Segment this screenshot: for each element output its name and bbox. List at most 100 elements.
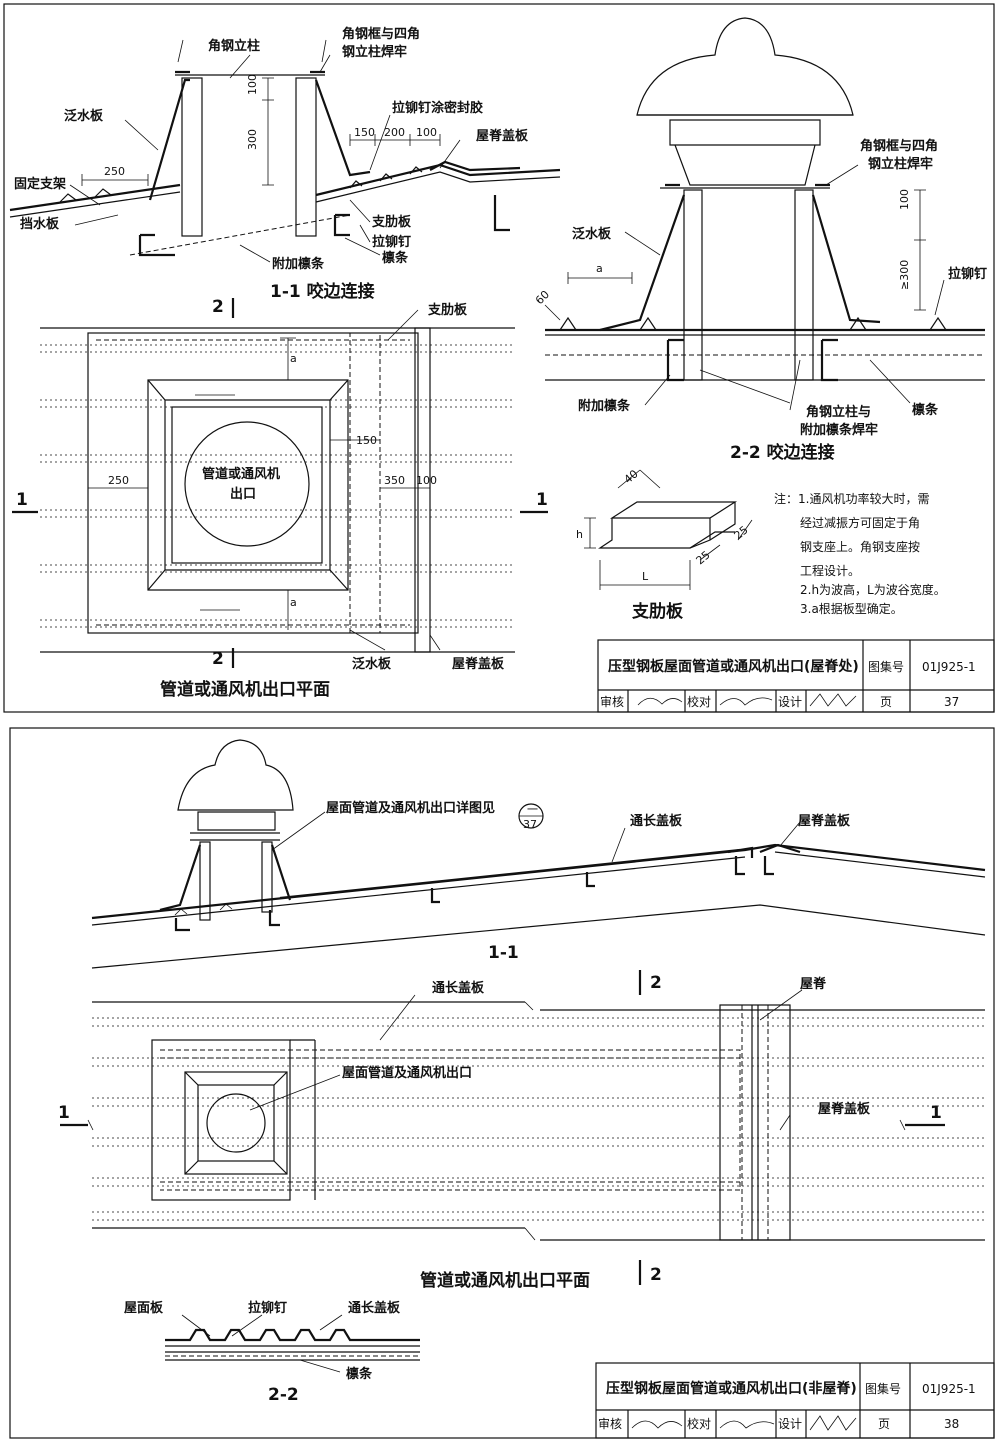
dim-100-a: 100 [246,74,259,95]
sheet1-design-label: 设计 [778,695,802,709]
sheet2-title: 压型钢板屋面管道或通风机出口(非屋脊) [606,1380,857,1397]
cut1-right-s2: 1 [930,1103,942,1123]
label-long-cover-plan: 通长盖板 [432,980,485,996]
sheet2-page-label: 页 [878,1417,890,1431]
dim-100-c: 100 [898,189,911,210]
sheet1-atlas-no: 01J925-1 [922,660,976,674]
detail-ref-bottom: 37 [523,818,537,831]
label-detail-ref: 屋面管道及通风机出口详图见 [326,800,495,816]
dim-a-plan-top: a [290,352,297,365]
label-roof-plate: 屋面板 [124,1300,164,1316]
dim-200-a: 200 [384,126,405,139]
dim-300-c: ≥300 [898,260,911,290]
sheet1-page-no: 37 [944,695,959,709]
label-rivet-seal: 拉铆钉涂密封胶 [392,100,483,116]
caption-sheet2-2-2: 2-2 [268,1385,299,1405]
label-flashing-plan: 泛水板 [352,656,392,672]
sheet1-review-label: 审核 [600,694,624,709]
label-flashing-2: 泛水板 [572,226,612,242]
label-frame-weld-1: 角钢框与四角 [342,26,420,42]
cut-1-left: 1 [16,490,28,510]
note-line-2: 钢支座上。角钢支座按 [800,539,920,554]
label-frame-weld-1-b: 角钢框与四角 [860,138,938,154]
dim-a-plan-bottom: a [290,596,297,609]
label-extra-purlin-2: 附加檩条 [578,398,631,414]
sheet2-design-label: 设计 [778,1417,802,1431]
sheet1-atlas-label: 图集号 [868,659,904,674]
label-long-cover-s2-22: 通长盖板 [348,1300,401,1316]
label-long-cover-1: 通长盖板 [630,813,683,829]
cut2-bottom-s2: 2 [650,1265,662,1285]
label-outlet-1: 管道或通风机 [202,466,280,482]
caption-sheet2-1-1: 1-1 [488,943,519,963]
caption-rib-plate: 支肋板 [632,601,684,622]
label-rivet-1: 拉铆钉 [372,234,411,250]
dim-a-2: a [596,262,603,275]
sheet1-title-block [597,639,995,713]
sheet2-page-no: 38 [944,1417,959,1431]
caption-sheet2-plan: 管道或通风机出口平面 [420,1270,590,1291]
cut-2-top: 2 [212,297,224,317]
dim-350-plan: 350 [384,474,405,487]
cut-2-bottom: 2 [212,649,224,669]
label-purlin-s2: 檩条 [346,1366,373,1382]
label-post-weld-1: 角钢立柱与 [806,404,871,420]
dim-h: h [576,528,583,541]
label-ridge-cover-plan-s2: 屋脊盖板 [818,1101,871,1117]
label-fix-bracket: 固定支架 [14,176,66,192]
note-line-4: 2.h为波高，L为波谷宽度。 [800,582,946,597]
label-outlet-plan: 屋面管道及通风机出口 [342,1065,472,1081]
dim-25-a: 25 [694,548,713,567]
label-flashing-1: 泛水板 [64,108,104,124]
label-ridge-plan: 屋脊 [800,976,827,992]
label-angle-post: 角钢立柱 [208,38,260,54]
dim-250-plan: 250 [108,474,129,487]
sheet2-atlas-no: 01J925-1 [922,1382,976,1396]
cut1-left-s2: 1 [58,1103,70,1123]
label-purlin-1: 檩条 [382,250,409,266]
label-rivet-2: 拉铆钉 [948,266,987,282]
dim-60: 60 [533,288,552,307]
dim-150-plan: 150 [356,434,377,447]
caption-sheet1-plan: 管道或通风机出口平面 [160,679,330,700]
label-ridge-cover-plan: 屋脊盖板 [452,656,505,672]
sheet2-atlas-label: 图集号 [865,1381,901,1396]
label-frame-weld-2: 钢立柱焊牢 [342,44,407,60]
dim-100-plan: 100 [416,474,437,487]
sheet1-plan [12,298,548,668]
note-line-3: 工程设计。 [800,563,860,578]
sheet1-section-2-2 [544,17,985,411]
dim-300-a: 300 [246,129,259,150]
caption-sheet1-2-2: 2-2 咬边连接 [730,442,835,463]
label-post-weld-2: 附加檩条焊牢 [800,422,878,438]
dim-L: L [642,570,649,583]
sheet1-page-label: 页 [880,695,892,709]
sheet2-review-label: 审核 [598,1416,622,1431]
detail-ref-top: 一 [527,803,538,816]
note-line-1: 经过减振方可固定于角 [800,515,920,530]
cut2-top-s2: 2 [650,973,662,993]
label-purlin-2: 檩条 [912,402,939,418]
sheet2-plan [60,970,985,1285]
sheet1-section-1-1 [9,39,561,263]
label-extra-purlin-1: 附加檩条 [272,256,325,272]
sheet2-section-2-2 [165,1314,420,1373]
label-rivet-s2: 拉铆钉 [248,1300,287,1316]
dim-40: 40 [622,467,641,486]
sheet1-title: 压型钢板屋面管道或通风机出口(屋脊处) [608,658,859,675]
dim-250-a: 250 [104,165,125,178]
label-frame-weld-2-b: 钢立柱焊牢 [868,156,933,172]
dim-150-a: 150 [354,126,375,139]
sheet2-frame [9,727,995,1439]
label-outlet-2: 出口 [230,486,256,502]
dim-100-b: 100 [416,126,437,139]
cut-1-right: 1 [536,490,548,510]
note-line-0: 注：1.通风机功率较大时，需 [774,491,929,506]
sheet2-check-label: 校对 [687,1416,711,1431]
label-water-stop: 挡水板 [20,216,60,232]
label-ridge-cover-1: 屋脊盖板 [476,128,529,144]
sheet1-rib-detail [584,469,753,590]
sheet1-frame [3,3,995,713]
label-rib-plate-1: 支肋板 [371,214,412,230]
